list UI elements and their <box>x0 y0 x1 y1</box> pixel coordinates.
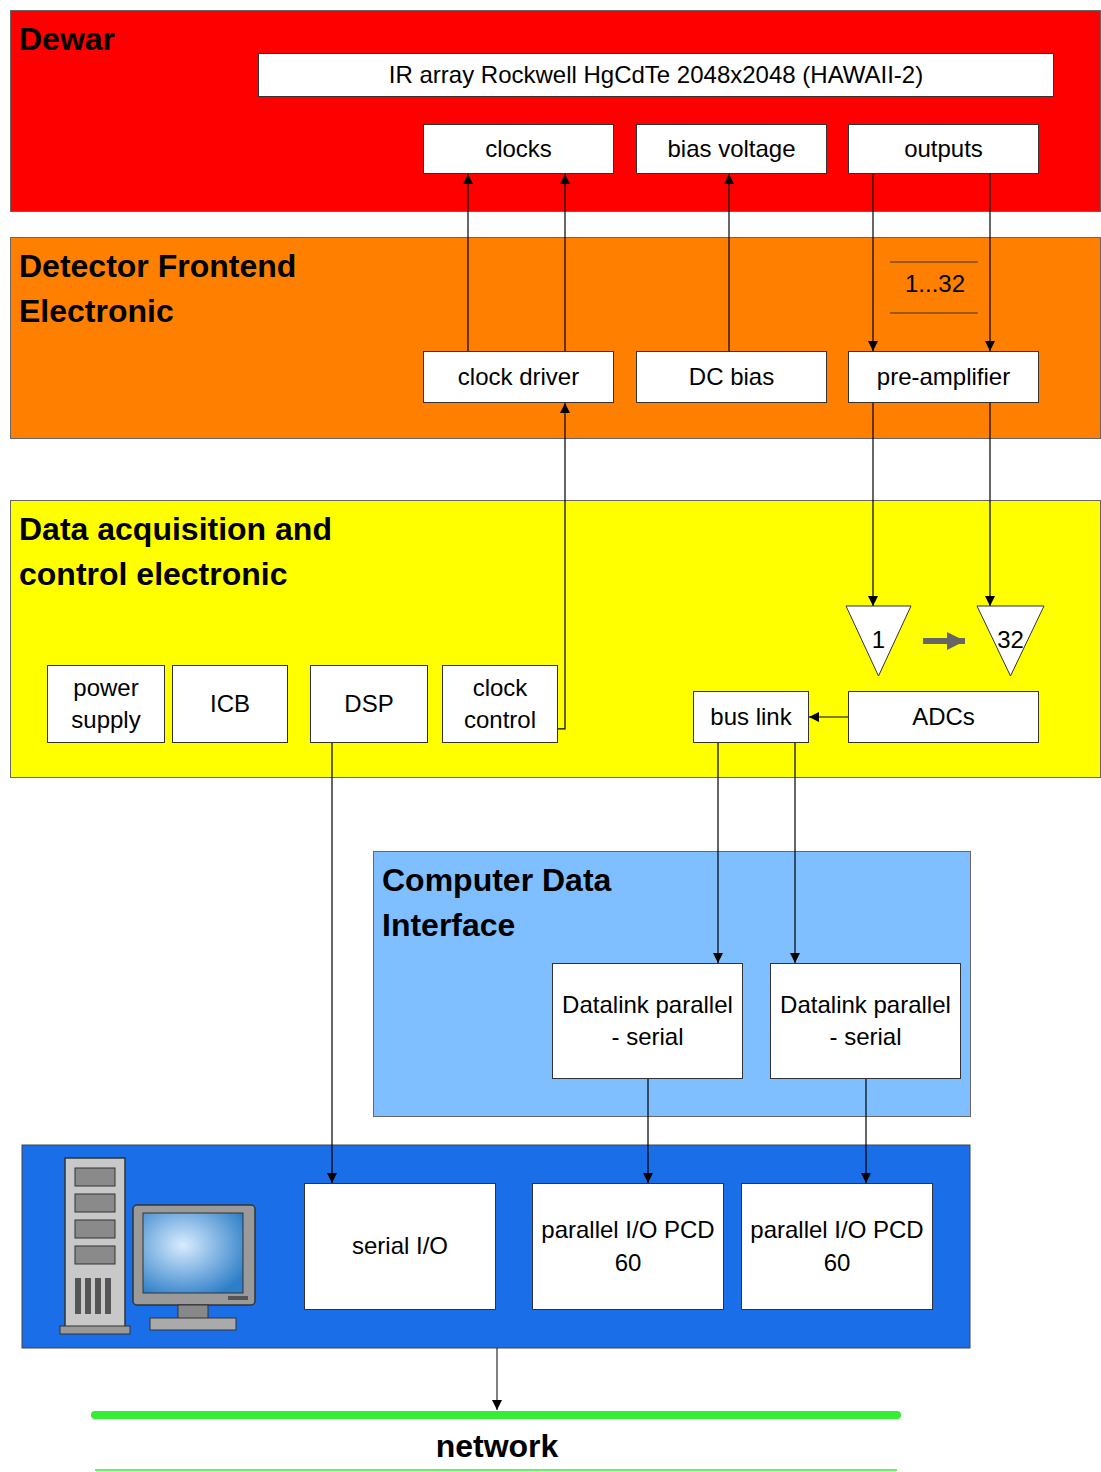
detector-array-box: IR array Rockwell HgCdTe 2048x2048 (HAWA… <box>258 53 1054 97</box>
signal-line <box>717 743 718 963</box>
monitor-stand <box>178 1305 208 1319</box>
vent-slot <box>95 1278 101 1314</box>
drive-bay <box>75 1168 115 1186</box>
network-bus <box>95 1469 897 1471</box>
box-label: 32 <box>977 626 1044 654</box>
amplifier-triangle: 1 <box>846 606 911 676</box>
signal-line <box>564 174 565 351</box>
vent-slot <box>105 1278 111 1314</box>
band-title: Data acquisition and control electronic <box>19 507 404 597</box>
triangle-shape <box>846 606 911 676</box>
signal-line <box>989 403 990 606</box>
box-label: clock control <box>449 672 551 737</box>
monitor-button <box>228 1296 248 1300</box>
vent-slot <box>85 1278 91 1314</box>
network-bus <box>95 1411 897 1419</box>
triangle-shape <box>977 606 1044 676</box>
box-label: DC bias <box>689 361 774 393</box>
tower-case <box>65 1158 125 1328</box>
network-link <box>497 1348 498 1410</box>
signal-box: outputs <box>848 124 1039 174</box>
box-label: Datalink parallel - serial <box>777 989 954 1054</box>
band-title: Computer Data Interface <box>382 858 672 948</box>
bracket-rule <box>890 262 978 263</box>
vent-slot <box>75 1278 81 1314</box>
box-label: DSP <box>344 688 393 720</box>
signal-line <box>558 403 565 729</box>
module-box: ICB <box>172 665 288 743</box>
process-box: DC bias <box>636 351 827 403</box>
amplifier-triangle: 32 <box>977 606 1044 676</box>
datalink-box: Datalink parallel - serial <box>552 963 743 1079</box>
module-box: DSP <box>310 665 428 743</box>
acquisition-band: Data acquisition and control electronic p… <box>10 500 1101 778</box>
box-label: power supply <box>54 672 158 737</box>
module-box: power supply <box>47 665 165 743</box>
drive-bay <box>75 1220 115 1238</box>
interface-band: Computer Data InterfaceDatalink parallel… <box>373 851 971 1117</box>
datalink-box: Datalink parallel - serial <box>770 963 961 1079</box>
signal-line <box>331 743 332 1183</box>
signal-box: clocks <box>423 124 614 174</box>
process-box: clock driver <box>423 351 614 403</box>
band-title: Detector Frontend Electronic <box>19 244 364 334</box>
signal-line <box>809 716 848 717</box>
flow-arrow <box>923 638 965 644</box>
signal-box: bias voltage <box>636 124 827 174</box>
box-label: outputs <box>904 133 983 165</box>
signal-line <box>467 174 468 351</box>
box-label: bias voltage <box>667 133 795 165</box>
box-label: IR array Rockwell HgCdTe 2048x2048 (HAWA… <box>389 59 923 91</box>
monitor-screen <box>143 1213 243 1293</box>
monitor-base <box>150 1318 236 1330</box>
signal-line <box>872 403 873 606</box>
signal-line <box>865 1079 866 1183</box>
dewar-band: DewarIR array Rockwell HgCdTe 2048x2048 … <box>10 10 1101 212</box>
signal-line <box>647 1079 648 1183</box>
network-label: network <box>397 1428 597 1465</box>
box-label: serial I/O <box>352 1230 448 1262</box>
box-label: parallel I/O PCD 60 <box>539 1214 717 1279</box>
tower-base <box>60 1326 130 1334</box>
box-label: clock driver <box>458 361 579 393</box>
drive-bay <box>75 1194 115 1212</box>
box-label: 1 <box>846 626 911 654</box>
box-label: ADCs <box>912 701 975 733</box>
io-card-box: parallel I/O PCD 60 <box>532 1183 724 1310</box>
io-card-box: parallel I/O PCD 60 <box>741 1183 933 1310</box>
frontend-band: Detector Frontend Electronic clock driver… <box>10 237 1101 439</box>
box-label: bus link <box>710 701 791 733</box>
signal-line <box>989 174 990 351</box>
process-box: pre-amplifier <box>848 351 1039 403</box>
box-label: clocks <box>485 133 552 165</box>
channel-range: 1...32 <box>880 270 990 298</box>
signal-line <box>728 174 729 351</box>
module-box: bus link <box>693 691 809 743</box>
box-label: Datalink parallel - serial <box>559 989 736 1054</box>
signal-line <box>872 174 873 351</box>
monitor-frame <box>133 1205 255 1305</box>
module-box: clock control <box>442 665 558 743</box>
signal-line <box>794 743 795 963</box>
module-box: ADCs <box>848 691 1039 743</box>
bracket-rule <box>890 313 978 314</box>
box-label: ICB <box>210 688 250 720</box>
box-label: pre-amplifier <box>877 361 1010 393</box>
drive-bay <box>75 1246 115 1264</box>
computer-band <box>22 1145 970 1348</box>
box-label: parallel I/O PCD 60 <box>748 1214 926 1279</box>
io-card-box: serial I/O <box>304 1183 496 1310</box>
